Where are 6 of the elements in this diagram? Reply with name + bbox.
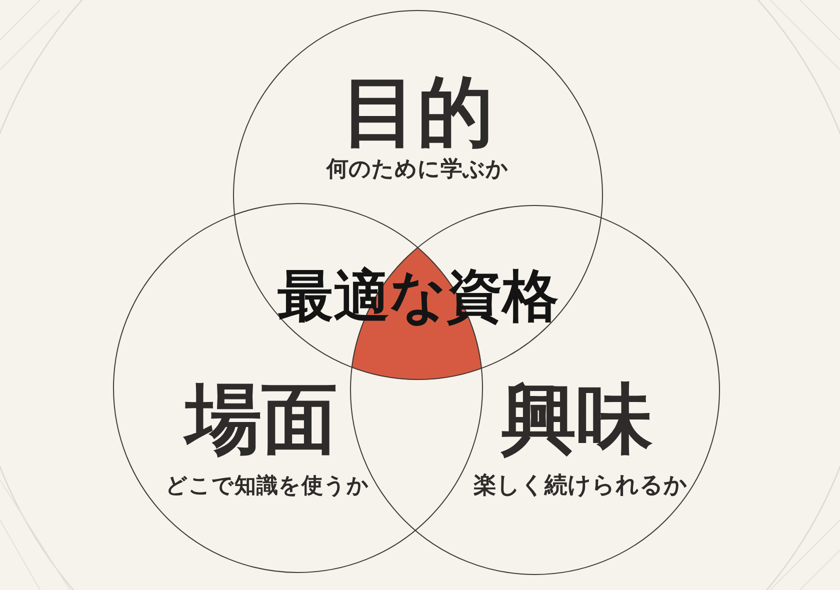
- category-description: 楽しく続けられるか: [473, 474, 688, 498]
- category-title: 興味: [500, 381, 652, 458]
- category-description: どこで知識を使うか: [165, 476, 370, 498]
- category-title: 場面: [185, 381, 338, 458]
- category-title: 目的: [341, 74, 494, 150]
- category-description: 何のために学ぶか: [326, 159, 508, 182]
